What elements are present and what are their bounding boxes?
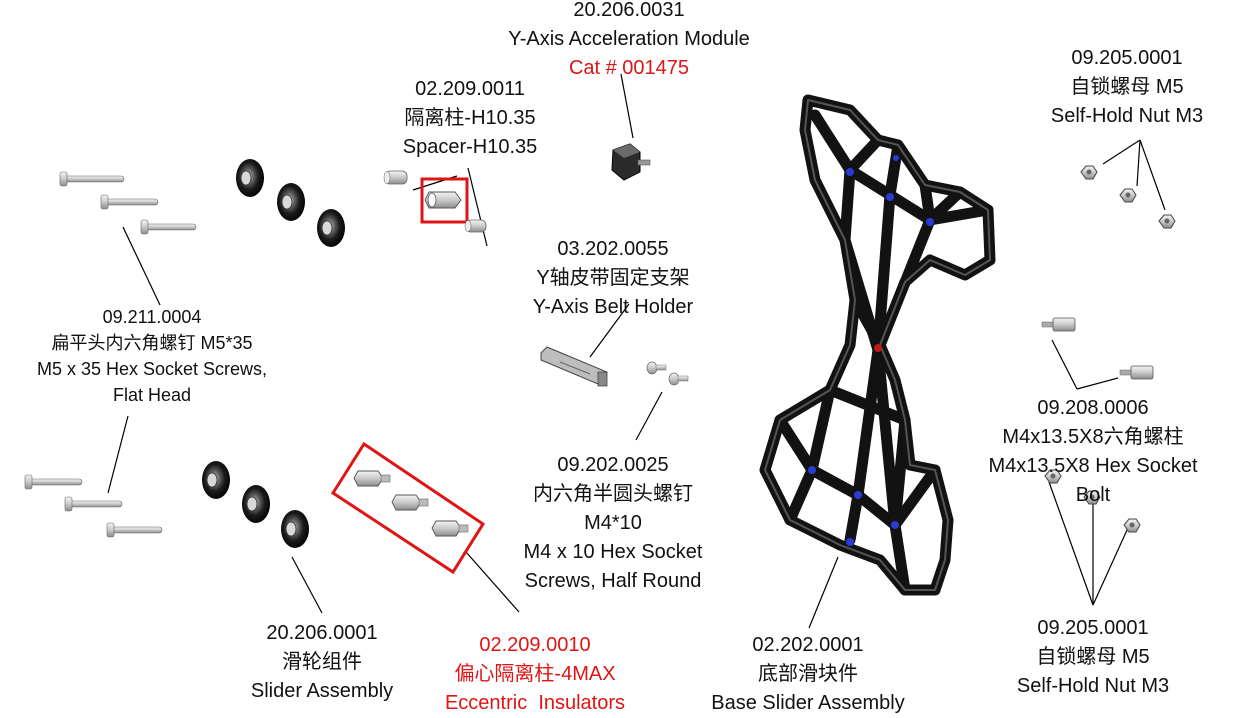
part-code: 02.202.0001 — [752, 634, 864, 656]
spacer-highlight-box — [420, 177, 469, 224]
part-name: Y-Axis Acceleration Module — [508, 28, 750, 50]
belt-holder-part — [540, 346, 608, 387]
part-code: 09.205.0001 — [1071, 47, 1183, 69]
part-code: 03.202.0055 — [557, 238, 669, 260]
self-hold-nuts-top — [1080, 165, 1176, 229]
part-name-cn: 自锁螺母 M5 — [1070, 76, 1184, 98]
part-name-cn: 底部滑块件 — [758, 663, 858, 685]
part-code: 02.209.0010 — [479, 634, 591, 656]
hex-socket-bolts — [1041, 317, 1154, 380]
part-code: 20.206.0001 — [266, 622, 378, 644]
label-flat-head-screws: 09.211.0004 扁平头内六角螺钉 M5*35 M5 x 35 Hex S… — [12, 304, 292, 408]
label-spacer: 02.209.0011 隔离柱-H10.35 Spacer-H10.35 — [380, 75, 560, 162]
leader-flat-screws-bottom — [107, 415, 129, 494]
part-name-en: Self-Hold Nut M3 — [1016, 675, 1170, 697]
leader-belt-holder — [589, 303, 630, 358]
leader-base-slider — [808, 556, 839, 629]
part-code: 02.209.0011 — [415, 78, 525, 100]
part-name-en: M4x13.5X8 Hex Socket — [988, 455, 1198, 477]
part-code: 20.206.0031 — [573, 0, 685, 21]
part-name-cn: 滑轮组件 — [282, 651, 362, 673]
part-code: 09.205.0001 — [1037, 617, 1149, 639]
part-name-cn: 扁平头内六角螺钉 M5*35 — [51, 333, 253, 353]
label-half-round-screws: 09.202.0025 内六角半圆头螺钉 M4*10 M4 x 10 Hex S… — [503, 451, 723, 596]
leader-nut-top-3 — [1139, 139, 1166, 211]
part-name-cn: 偏心隔离柱-4MAX — [454, 663, 616, 685]
label-self-hold-nut-bottom: 09.205.0001 自锁螺母 M5 Self-Hold Nut M3 — [998, 614, 1188, 701]
half-round-screws-part — [646, 361, 689, 386]
catalog-number: Cat # 001475 — [568, 57, 690, 79]
part-code: 09.211.0004 — [102, 307, 202, 327]
leader-slider-assembly — [291, 556, 323, 614]
part-name-cn: M4x13.5X8六角螺柱 — [1002, 426, 1184, 448]
label-self-hold-nut-top: 09.205.0001 自锁螺母 M5 Self-Hold Nut M3 — [1032, 44, 1222, 131]
leader-nut-top-2 — [1136, 139, 1141, 187]
leader-lines — [107, 73, 1166, 629]
leader-nut-bottom-3 — [1092, 529, 1128, 606]
base-slider-frame — [759, 94, 996, 596]
label-hex-socket-bolt: 09.208.0006 M4x13.5X8六角螺柱 M4x13.5X8 Hex … — [968, 394, 1218, 510]
part-name-cn: 内六角半圆头螺钉 — [533, 483, 693, 505]
part-code: 09.202.0025 — [557, 454, 669, 476]
label-base-slider: 02.202.0001 底部滑块件 Base Slider Assembly — [698, 631, 918, 718]
leader-nut-top-1 — [1102, 139, 1141, 165]
leader-spacer-b — [467, 167, 488, 247]
part-name-cn: 自锁螺母 M5 — [1036, 646, 1150, 668]
self-hold-nuts-bottom — [1044, 469, 1141, 533]
eccentric-insulators-parts — [353, 470, 469, 537]
part-name-en: M5 x 35 Hex Socket Screws, — [36, 359, 268, 379]
part-name-en: Eccentric Insulators — [444, 692, 626, 714]
part-name-en: Base Slider Assembly — [711, 692, 905, 714]
part-name-en-2: Bolt — [1075, 484, 1111, 506]
part-name-en: Self-Hold Nut M3 — [1050, 105, 1204, 127]
part-size: M4*10 — [584, 512, 642, 534]
label-eccentric-insulators: 02.209.0010 偏心隔离柱-4MAX Eccentric Insulat… — [425, 631, 645, 718]
part-name-cn: Y轴皮带固定支架 — [536, 267, 690, 289]
leader-nut-bottom-1 — [1048, 481, 1094, 606]
part-name-en: Slider Assembly — [250, 680, 394, 702]
part-name-en: Spacer-H10.35 — [402, 136, 538, 158]
leader-flat-screws-top — [122, 226, 161, 306]
leader-eccentric — [465, 551, 520, 613]
leader-y-axis-module — [620, 73, 634, 139]
leader-bolt-2 — [1076, 377, 1119, 390]
part-name-en: M4 x 10 Hex Socket — [523, 541, 703, 563]
leader-half-round — [635, 391, 663, 441]
leader-bolt-1 — [1051, 339, 1078, 390]
part-name-cn: 隔离柱-H10.35 — [404, 107, 536, 129]
flat-head-screws-top — [59, 171, 197, 235]
eccentric-highlight-box — [330, 441, 486, 575]
part-name-en-2: Screws, Half Round — [524, 570, 702, 592]
label-y-axis-module: 20.206.0031 Y-Axis Acceleration Module C… — [479, 0, 779, 83]
slider-wheels-top — [236, 159, 345, 247]
slider-wheels-bottom — [202, 461, 309, 548]
spacers — [383, 170, 487, 233]
label-slider-assembly: 20.206.0001 滑轮组件 Slider Assembly — [227, 619, 417, 706]
flat-head-screws-bottom — [24, 474, 163, 538]
part-name-en-2: Flat Head — [112, 385, 192, 405]
label-belt-holder: 03.202.0055 Y轴皮带固定支架 Y-Axis Belt Holder — [508, 235, 718, 322]
y-axis-module-part — [611, 143, 651, 181]
part-name-en: Y-Axis Belt Holder — [532, 296, 694, 318]
part-code: 09.208.0006 — [1037, 397, 1149, 419]
